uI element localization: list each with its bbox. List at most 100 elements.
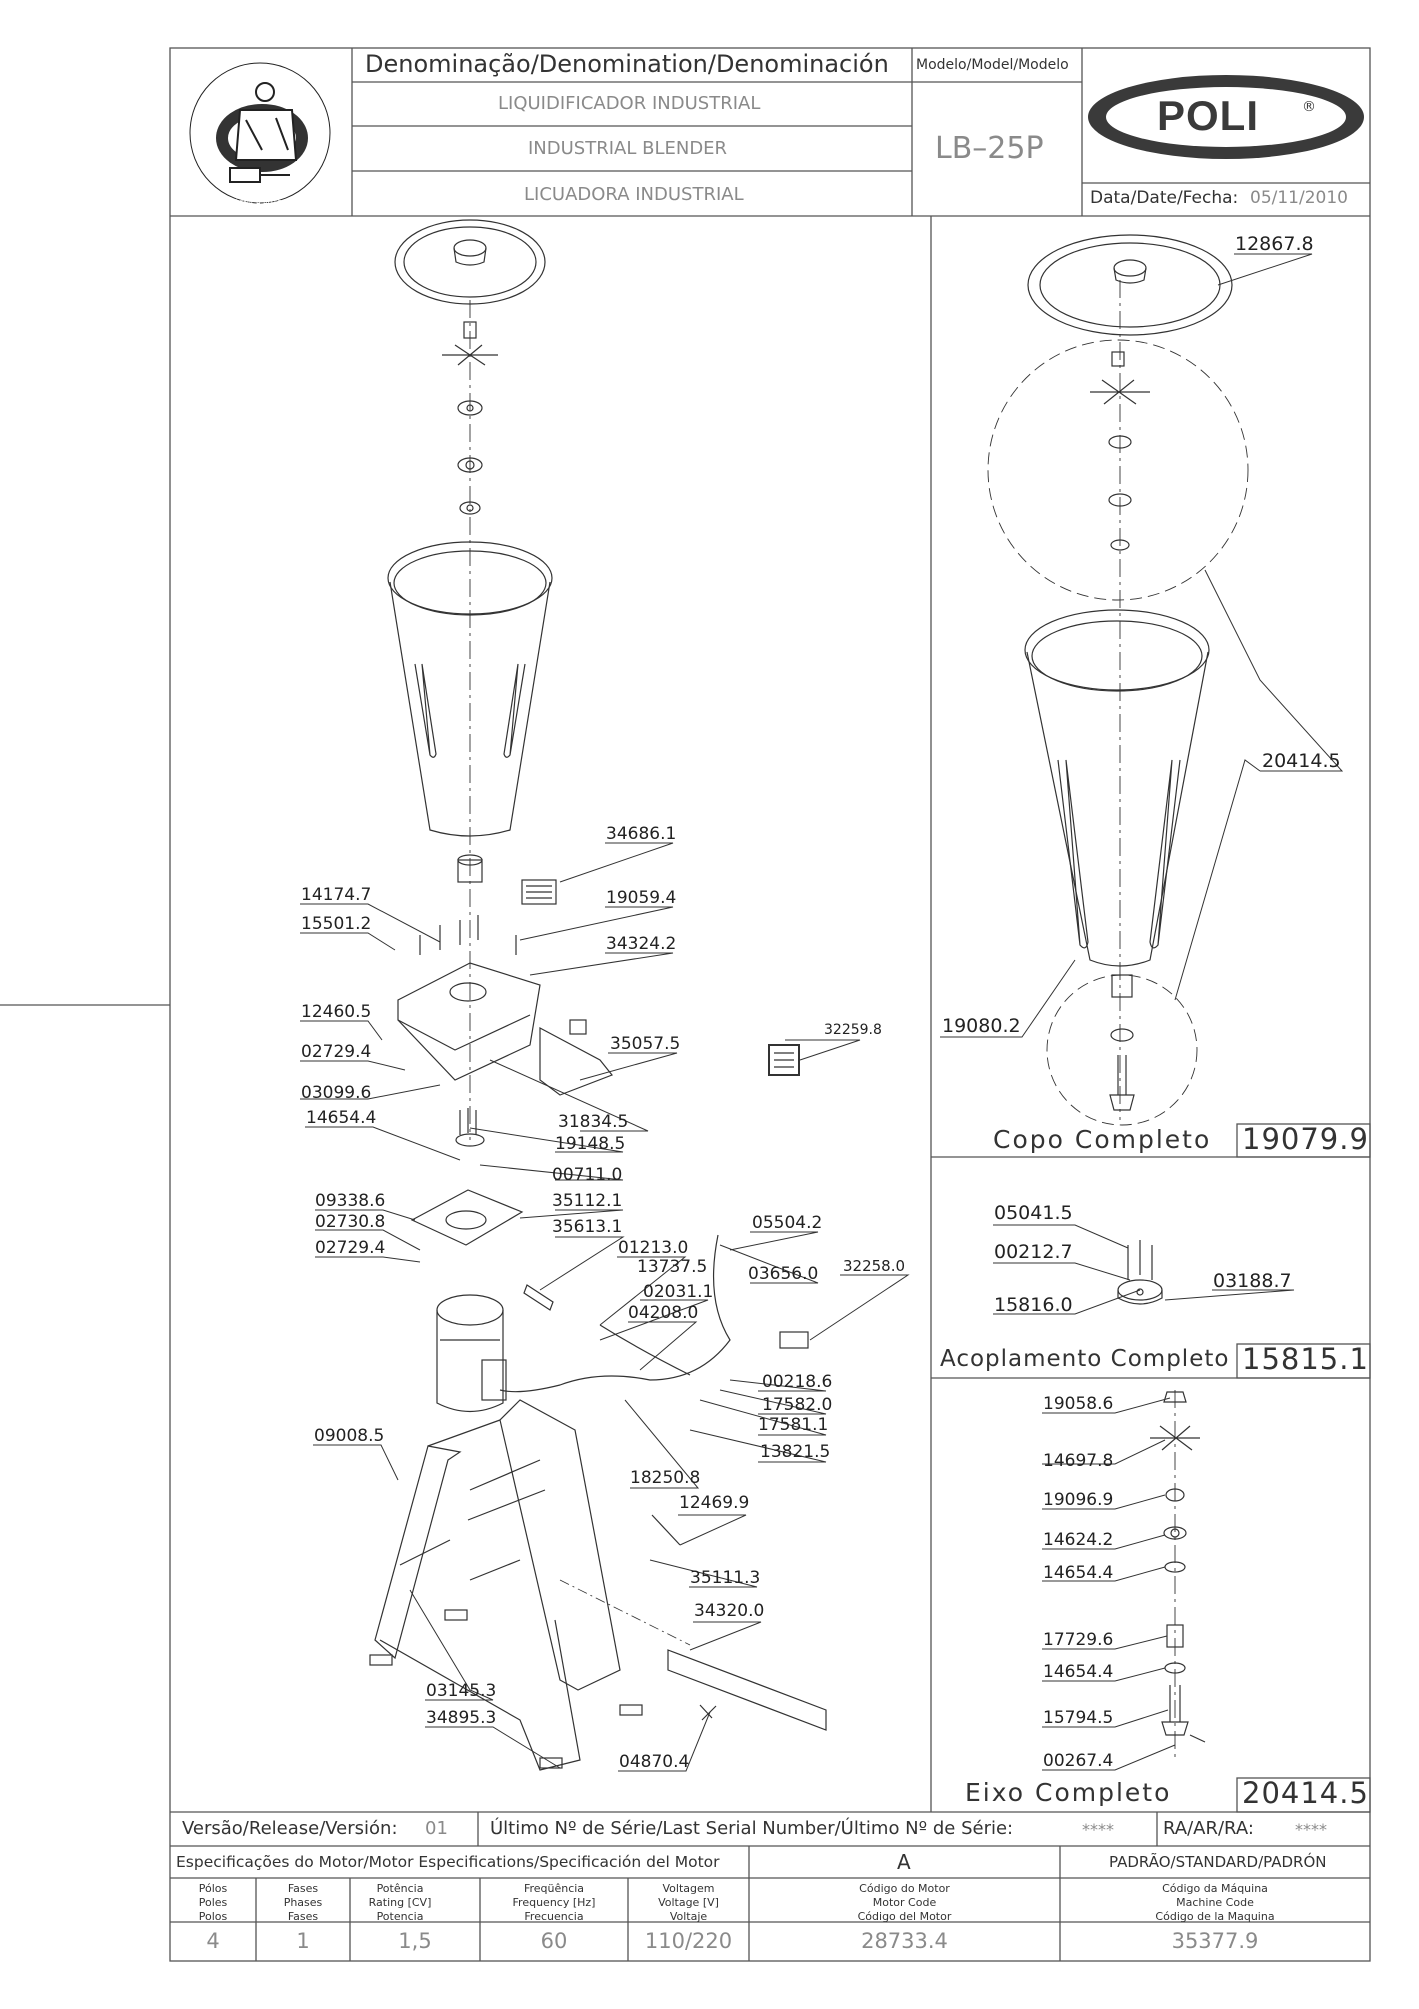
part-label: 02729.4 [301, 1042, 372, 1062]
spec-col-rating: Potência Rating [CV] Potencia [350, 1882, 450, 1924]
spec-header: Freqüência [523, 1882, 585, 1895]
serial-label: Último Nº de Série/Last Serial Number/Úl… [490, 1818, 1014, 1839]
spec-header: Voltagem [662, 1882, 715, 1895]
spec-value-frequency: 60 [540, 1929, 568, 1953]
spec-header: Voltaje [669, 1910, 708, 1923]
serial-value: **** [1082, 1820, 1114, 1839]
exploded-view-copo [987, 234, 1249, 1126]
ra-label: RA/AR/RA: [1163, 1818, 1254, 1839]
part-label: 17581.1 [758, 1415, 829, 1435]
version-label: Versão/Release/Versión: [182, 1818, 398, 1839]
part-label: 17582.0 [762, 1395, 833, 1415]
spec-col-poles: Pólos Poles Polos [170, 1882, 256, 1924]
part-label: 19148.5 [555, 1134, 626, 1154]
spec-value-motor-code: 28733.4 [861, 1929, 948, 1953]
part-label: 14174.7 [301, 885, 372, 905]
part-label: 34320.0 [694, 1601, 765, 1621]
model-code: LB–25P [935, 131, 1044, 166]
poli-logo [1088, 75, 1364, 159]
part-label: 31834.5 [558, 1112, 629, 1132]
part-label: 34686.1 [606, 824, 677, 844]
part-label: 12867.8 [1235, 233, 1314, 255]
model-title: Modelo/Model/Modelo [916, 57, 1069, 73]
spec-value-rating: 1,5 [398, 1929, 432, 1953]
part-label: 15794.5 [1043, 1708, 1114, 1728]
part-label: 15816.0 [994, 1294, 1073, 1316]
acoplamento-title: Acoplamento Completo [940, 1346, 1230, 1372]
part-label: 14654.4 [1043, 1662, 1114, 1682]
part-label: 35111.3 [690, 1568, 761, 1588]
part-label: 34895.3 [426, 1708, 497, 1728]
part-label: 14697.8 [1043, 1451, 1114, 1471]
seal-text: ASSISTÊNCIA TÉCNICA AUTORIZADA [182, 199, 310, 207]
part-label: 19096.9 [1043, 1490, 1114, 1510]
spec-col-frequency: Freqüência Frequency [Hz] Frecuencia [480, 1882, 628, 1924]
part-label: 35112.1 [552, 1191, 623, 1211]
eixo-title: Eixo Completo [965, 1778, 1172, 1807]
part-label: 13737.5 [637, 1257, 708, 1277]
copo-title: Copo Completo [993, 1125, 1212, 1154]
spec-header: Poles [198, 1896, 228, 1909]
date-label: Data/Date/Fecha: [1090, 188, 1239, 208]
spec-header: Potencia [376, 1910, 424, 1923]
leader-lines [300, 253, 1344, 1772]
part-label: 09008.5 [314, 1426, 385, 1446]
brand-registered-mark: ® [1302, 99, 1316, 115]
spec-col-voltage: Voltagem Voltage [V] Voltaje [628, 1882, 749, 1924]
spec-header: Polos [198, 1910, 228, 1923]
spec-header: Fases [287, 1910, 319, 1923]
copo-code: 19079.9 [1242, 1122, 1369, 1156]
part-label: 35057.5 [610, 1034, 681, 1054]
part-label: 03656.0 [748, 1264, 819, 1284]
brand-name: POLI [1157, 92, 1260, 139]
spec-value-phases: 1 [296, 1929, 310, 1953]
part-label: 00218.6 [762, 1372, 833, 1392]
exploded-view-acoplamento [1117, 1240, 1163, 1305]
part-label: 19080.2 [942, 1015, 1021, 1037]
spec-col-machine-code: Código da Máquina Machine Code Código de… [1060, 1882, 1370, 1924]
part-label: 02730.8 [315, 1212, 386, 1232]
part-label: 05504.2 [752, 1213, 823, 1233]
eixo-code: 20414.5 [1242, 1776, 1369, 1810]
part-label: 32259.8 [824, 1022, 882, 1038]
acoplamento-code: 15815.1 [1242, 1342, 1369, 1376]
part-label: 03145.3 [426, 1681, 497, 1701]
part-label: 14654.4 [306, 1108, 377, 1128]
part-label: 04208.0 [628, 1303, 699, 1323]
spec-header: Rating [CV] [368, 1896, 432, 1909]
part-label: 17729.6 [1043, 1630, 1114, 1650]
name-pt: LIQUIDIFICADOR INDUSTRIAL [498, 93, 761, 114]
part-label: 35613.1 [552, 1217, 623, 1237]
authorized-service-seal [189, 62, 331, 204]
name-es: LICUADORA INDUSTRIAL [524, 184, 744, 205]
spec-header: Pólos [198, 1882, 228, 1895]
exploded-view-eixo [1150, 1390, 1206, 1760]
part-label: 12469.9 [679, 1493, 750, 1513]
part-label: 19059.4 [606, 888, 677, 908]
part-label: 09338.6 [315, 1191, 386, 1211]
revision-letter: A [897, 1850, 911, 1874]
spec-header: Potência [376, 1882, 424, 1895]
spec-header: Código del Motor [857, 1910, 952, 1923]
part-label: 01213.0 [618, 1238, 689, 1258]
ra-value: **** [1295, 1820, 1327, 1839]
motor-spec-title: Especificações do Motor/Motor Especifica… [176, 1853, 720, 1871]
part-label: 12460.5 [301, 1002, 372, 1022]
part-label: 05041.5 [994, 1202, 1073, 1224]
spec-header: Voltage [V] [658, 1896, 719, 1909]
part-label: 00212.7 [994, 1241, 1073, 1263]
part-label: 03188.7 [1213, 1270, 1292, 1292]
part-label: 14624.2 [1043, 1530, 1114, 1550]
part-label: 14654.4 [1043, 1563, 1114, 1583]
part-label: 20414.5 [1262, 750, 1341, 772]
spec-header: Motor Code [872, 1896, 937, 1909]
part-label: 00711.0 [552, 1165, 623, 1185]
spec-header: Frecuencia [524, 1910, 584, 1923]
spec-value-voltage: 110/220 [644, 1929, 733, 1953]
spec-value-machine-code: 35377.9 [1171, 1929, 1259, 1953]
spec-header: Phases [283, 1896, 323, 1909]
part-label: 19058.6 [1043, 1394, 1114, 1414]
exploded-view-main [369, 219, 827, 1771]
spec-col-motor-code: Código do Motor Motor Code Código del Mo… [749, 1882, 1060, 1924]
